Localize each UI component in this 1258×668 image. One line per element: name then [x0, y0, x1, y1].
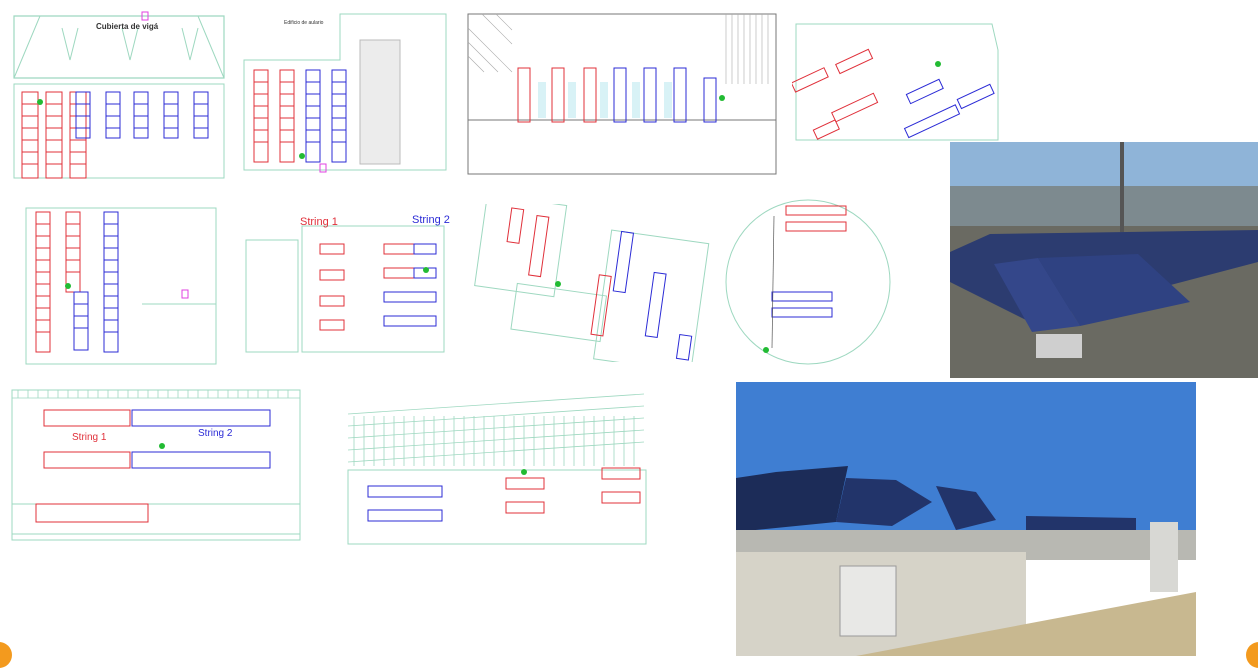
plan-9-string2-label: String 2: [198, 428, 233, 439]
plan-panel-2: Edificio de aulario: [240, 10, 452, 182]
orange-corner-marker-left: [0, 642, 12, 668]
plan-6-string2-label: String 2: [412, 214, 450, 226]
plan-2-drawing: [243, 13, 447, 173]
plan-9-string1-label: String 1: [72, 432, 107, 443]
plan-4-drawing: [792, 23, 999, 141]
plan-1-title: Cubierta de vigá: [96, 22, 159, 31]
plan-7-drawing: [474, 204, 710, 362]
solar-rooftop-photo-2: [736, 382, 1196, 656]
plan-6-drawing: [245, 225, 445, 353]
plan-8-drawing: [725, 199, 891, 365]
solar-photo-2-image: [736, 382, 1196, 656]
solar-rooftop-photo-1: [950, 142, 1258, 378]
plan-panel-6: String 1 String 2: [238, 204, 454, 354]
plan-6-string1-label: String 1: [300, 216, 338, 228]
plan-panel-5: [22, 204, 220, 368]
plan-panel-10: [344, 386, 650, 546]
plan-1-drawing: [13, 11, 225, 179]
plan-panel-8: [724, 198, 900, 366]
orange-corner-marker-right: [1246, 642, 1258, 668]
plan-2-note: Edificio de aulario: [284, 20, 324, 26]
plan-10-drawing: [347, 393, 647, 545]
plan-5-drawing: [25, 207, 217, 365]
plan-panel-9: String 1 String 2: [8, 384, 308, 544]
plan-panel-1: Cubierta de vigá: [10, 8, 228, 184]
plan-9-drawing: [11, 389, 301, 541]
plan-3-drawing: [467, 13, 777, 175]
plan-panel-3: [464, 10, 780, 178]
solar-photo-1-image: [950, 142, 1258, 378]
plan-panel-7: [468, 204, 718, 362]
